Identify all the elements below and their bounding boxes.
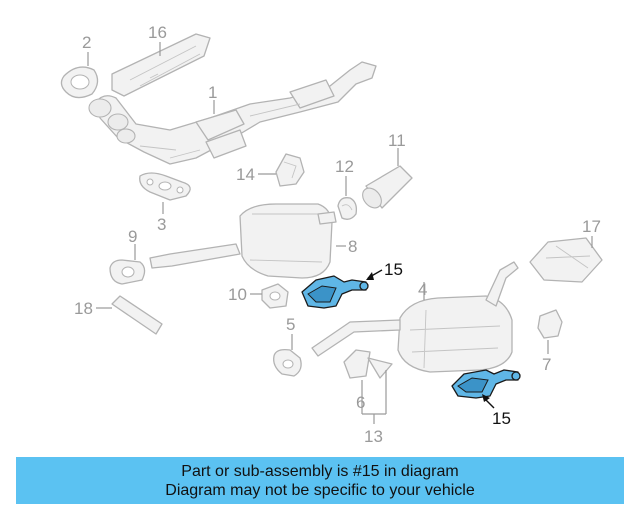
part-8-center-muffler xyxy=(149,203,346,279)
callout-17: 17 xyxy=(582,217,601,236)
part-2-gasket xyxy=(60,52,99,99)
callout-10: 10 xyxy=(228,285,247,304)
caption-line-2: Diagram may not be specific to your vehi… xyxy=(165,481,475,499)
part-12-clamp xyxy=(337,176,358,220)
callout-3: 3 xyxy=(157,215,166,234)
callout-1: 1 xyxy=(208,83,217,102)
callout-6: 6 xyxy=(356,393,365,412)
callout-15-upper: 15 xyxy=(384,260,403,279)
part-1-front-pipe xyxy=(88,61,377,165)
part-17-rear-shield xyxy=(529,236,603,283)
diagram-caption-banner: Part or sub-assembly is #15 in diagram D… xyxy=(16,457,624,504)
caption-line-1: Part or sub-assembly is #15 in diagram xyxy=(181,462,459,480)
callout-4: 4 xyxy=(418,280,427,299)
callout-11: 11 xyxy=(388,131,406,150)
part-14-bracket xyxy=(258,153,305,187)
part-18-insulator xyxy=(96,295,163,335)
callout-13: 13 xyxy=(364,427,383,446)
callout-5: 5 xyxy=(286,315,295,334)
exhaust-parts-diagram: 2 16 1 11 12 14 3 9 8 17 15 4 10 18 5 7 … xyxy=(60,23,603,446)
callout-12: 12 xyxy=(335,157,354,176)
callout-8: 8 xyxy=(348,237,357,256)
part-5-clamp xyxy=(273,334,302,377)
part-15-lower xyxy=(451,369,521,409)
part-16-heat-shield xyxy=(111,33,211,97)
callout-14: 14 xyxy=(236,165,255,184)
callout-7: 7 xyxy=(542,355,551,374)
callout-18: 18 xyxy=(74,299,93,318)
callout-16: 16 xyxy=(148,23,167,42)
callout-2: 2 xyxy=(82,33,91,52)
part-3-flange xyxy=(139,172,191,214)
part-9-hanger xyxy=(109,244,146,285)
part-7-hanger xyxy=(537,309,563,354)
part-6-bracket xyxy=(343,349,393,424)
callout-15-lower: 15 xyxy=(492,409,511,428)
part-15-upper xyxy=(301,269,383,309)
part-11-tail-tip xyxy=(362,148,413,209)
callout-9: 9 xyxy=(128,227,137,246)
part-10-hanger xyxy=(250,283,289,309)
part-4-rear-muffler xyxy=(311,261,519,373)
